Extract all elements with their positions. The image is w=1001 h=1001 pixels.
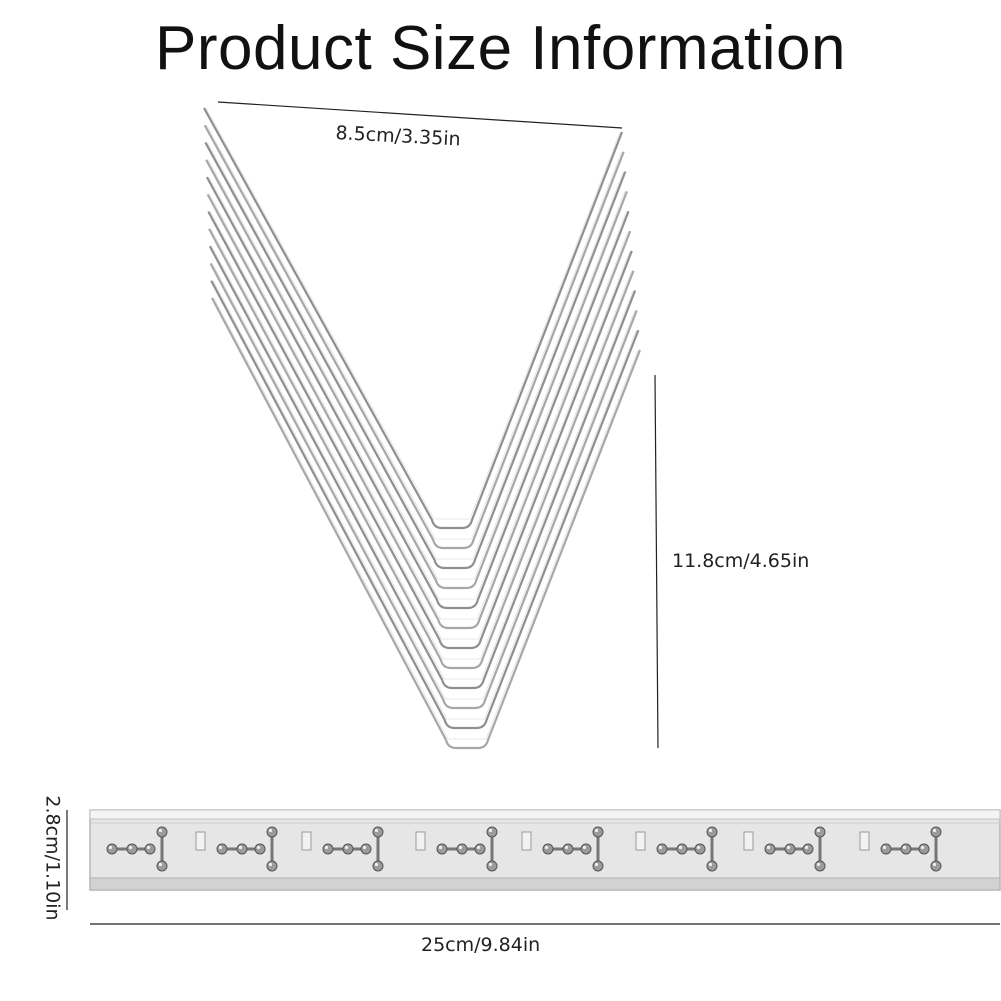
rivet-cluster bbox=[635, 826, 718, 872]
v-wire-highlight bbox=[209, 194, 629, 620]
v-wire bbox=[205, 159, 628, 590]
v-wire-highlight bbox=[213, 297, 639, 740]
v-wire-highlight bbox=[205, 107, 621, 520]
strip-width-label: 2.8cm/1.10in bbox=[41, 795, 64, 921]
rivet-cluster bbox=[859, 826, 942, 872]
rivet-cluster bbox=[415, 826, 498, 872]
v-wire bbox=[207, 211, 633, 650]
rivet-cluster bbox=[521, 826, 604, 872]
base-mounting-strip bbox=[89, 809, 1001, 891]
rivet-cluster bbox=[301, 826, 384, 872]
v-wire-highlight bbox=[210, 228, 632, 660]
page-title: Product Size Information bbox=[155, 14, 846, 83]
v-wire bbox=[203, 124, 625, 550]
v-wire-highlight bbox=[212, 280, 637, 720]
v-wire-highlight bbox=[207, 159, 626, 580]
v-wire bbox=[204, 142, 627, 570]
v-wire bbox=[206, 193, 632, 630]
rivet-cluster bbox=[106, 826, 168, 872]
strip-length-label: 25cm/9.84in bbox=[421, 934, 541, 956]
top-width-dimension-line bbox=[217, 101, 623, 129]
v-wire bbox=[203, 107, 624, 530]
v-wire-highlight bbox=[206, 125, 623, 540]
v-wire-highlight bbox=[208, 176, 627, 600]
height-dimension-line bbox=[654, 374, 659, 749]
v-wire bbox=[211, 297, 642, 750]
v-wire bbox=[208, 228, 635, 670]
rivet-cluster bbox=[743, 826, 826, 872]
height-label: 11.8cm/4.65in bbox=[672, 550, 810, 572]
v-wire-highlight bbox=[210, 211, 631, 640]
v-wire-highlight bbox=[211, 245, 634, 680]
v-wire bbox=[209, 262, 638, 710]
v-wire-highlight bbox=[207, 142, 624, 560]
v-wire bbox=[210, 280, 640, 730]
v-wire bbox=[205, 176, 630, 610]
v-wire-highlight bbox=[212, 263, 636, 700]
rivet-cluster bbox=[195, 826, 278, 872]
v-wire-spikes bbox=[203, 107, 642, 750]
v-wire bbox=[208, 245, 637, 690]
